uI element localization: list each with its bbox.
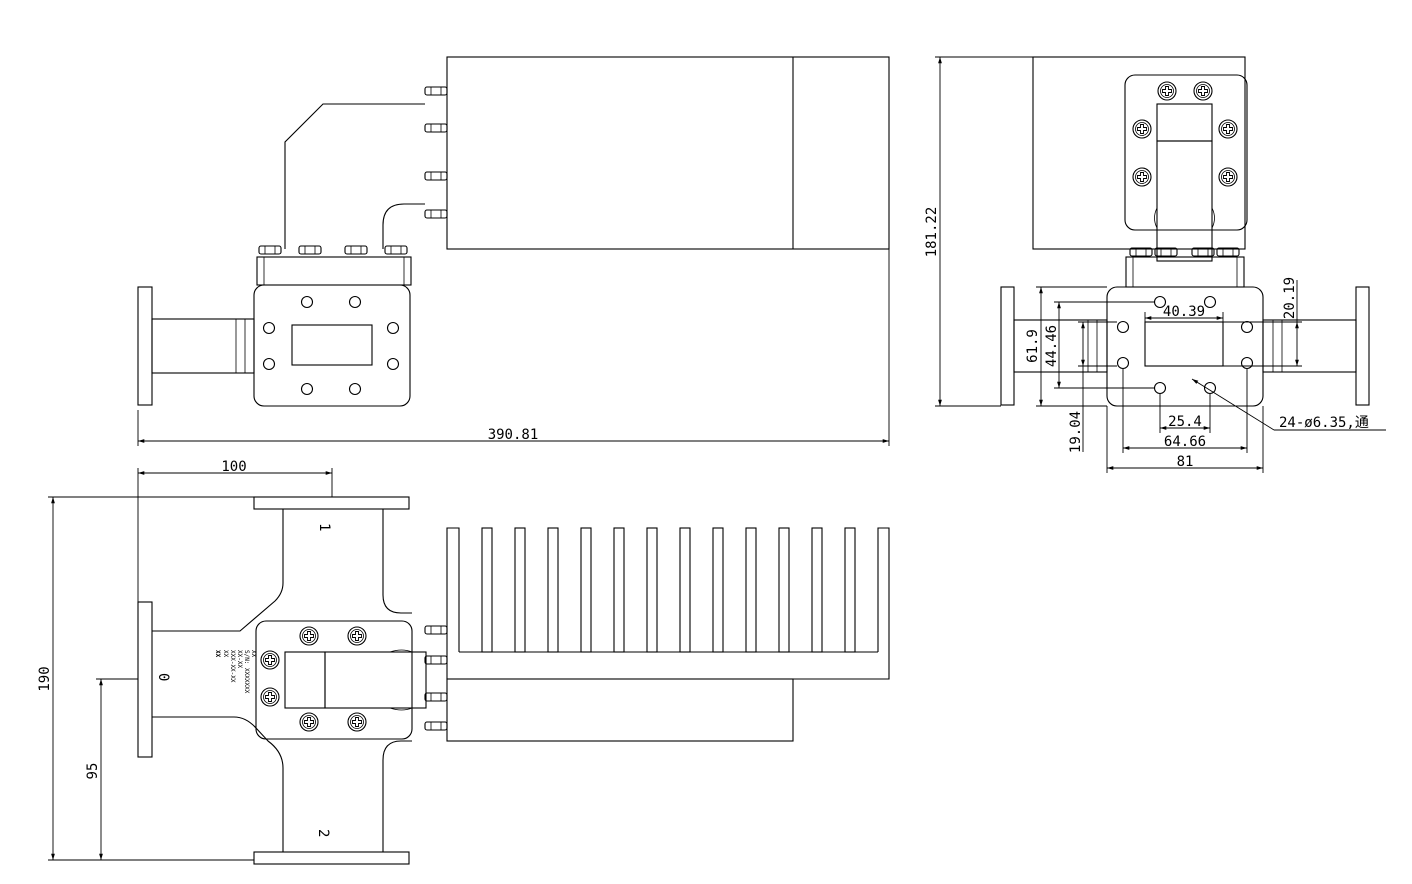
dim-64-66: 64.66 — [1164, 434, 1206, 450]
dim-height-side: 181.22 — [924, 207, 940, 258]
nameplate: XX XX XXX-XX-XX XX-XX S/N: XXXXXXX XX — [214, 650, 257, 694]
svg-text:XXX-XX-XX: XXX-XX-XX — [229, 650, 236, 683]
dim-95: 95 — [85, 763, 101, 780]
dim-19-04: 19.04 — [1068, 411, 1084, 453]
port-flange-0 — [137, 601, 153, 758]
waveguide-opening — [291, 324, 373, 366]
dim-20-19: 20.19 — [1282, 277, 1298, 319]
dim-81: 81 — [1177, 454, 1194, 470]
load-housing — [446, 56, 890, 250]
svg-text:XX-XX: XX-XX — [236, 650, 243, 668]
dim-40-39: 40.39 — [1163, 304, 1205, 320]
heat-sink — [446, 527, 890, 680]
port-flange-2 — [253, 851, 410, 865]
svg-text:XX: XX — [250, 650, 257, 658]
side-housing — [1032, 56, 1246, 250]
top-view: XX XX XXX-XX-XX XX-XX S/N: XXXXXXX XX 1 … — [37, 459, 890, 865]
dim-100: 100 — [221, 459, 246, 475]
square-flange — [253, 284, 411, 407]
front-view: 390.81 — [137, 56, 890, 446]
dim-190: 190 — [37, 666, 53, 691]
svg-text:XX: XX — [222, 650, 229, 658]
svg-text:XX: XX — [214, 650, 221, 658]
port-label-0: 0 — [155, 673, 171, 681]
side-view: 181.22 61.9 44.46 19.04 40.39 20.19 25.4 — [924, 56, 1386, 473]
port-label-1: 1 — [316, 523, 332, 531]
dim-61-9: 61.9 — [1025, 329, 1041, 363]
holes-callout: 24-ø6.35,通 — [1279, 415, 1369, 431]
port-flange-1 — [253, 496, 410, 510]
port-label-2: 2 — [315, 829, 331, 837]
dim-overall-length: 390.81 — [488, 427, 539, 443]
dim-44-46: 44.46 — [1044, 325, 1060, 367]
port-flange-left — [137, 286, 153, 406]
dim-25-4: 25.4 — [1168, 414, 1202, 430]
svg-text:S/N: XXXXXXX: S/N: XXXXXXX — [243, 650, 250, 694]
